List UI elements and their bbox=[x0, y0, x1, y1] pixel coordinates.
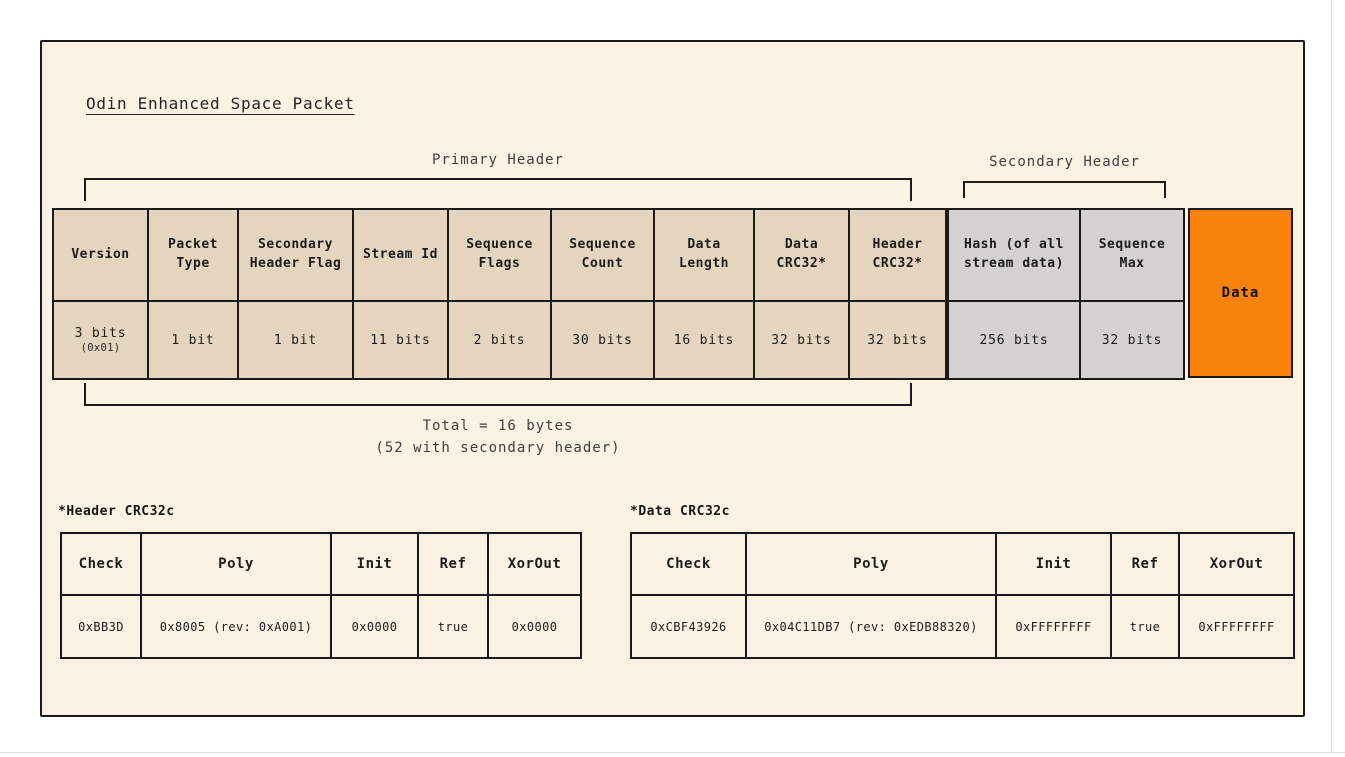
data-crc-val-init: 0xFFFFFFFF bbox=[995, 594, 1112, 659]
field-size-stream-id: 11 bits bbox=[352, 300, 449, 380]
field-size-data-length: 16 bits bbox=[653, 300, 755, 380]
header-crc-val-poly: 0x8005 (rev: 0xA001) bbox=[140, 594, 332, 659]
field-name-packet-type: Packet Type bbox=[147, 208, 239, 302]
data-crc-col-ref: Ref bbox=[1110, 532, 1180, 596]
field-name-data-length: Data Length bbox=[653, 208, 755, 302]
data-crc-title: *Data CRC32c bbox=[630, 504, 730, 519]
data-block-label: Data bbox=[1221, 285, 1260, 301]
page-edge-line-horizontal bbox=[0, 752, 1345, 753]
total-note-line1: Total = 16 bytes bbox=[422, 418, 574, 434]
header-crc-val-init: 0x0000 bbox=[330, 594, 419, 659]
header-crc-col-init: Init bbox=[330, 532, 419, 596]
primary-header-bracket bbox=[84, 178, 912, 201]
field-name-secondary-header-flag: Secondary Header Flag bbox=[237, 208, 354, 302]
field-name-sequence-flags: Sequence Flags bbox=[447, 208, 552, 302]
data-block: Data bbox=[1188, 208, 1293, 378]
primary-header-label: Primary Header bbox=[431, 152, 564, 168]
header-crc-title: *Header CRC32c bbox=[58, 504, 175, 519]
field-name-hash: Hash (of all stream data) bbox=[947, 208, 1081, 302]
primary-total-bracket bbox=[84, 383, 912, 406]
primary-header-table: Version Packet Type Secondary Header Fla… bbox=[52, 208, 947, 380]
field-name-stream-id: Stream Id bbox=[352, 208, 449, 302]
secondary-header-label: Secondary Header bbox=[989, 154, 1140, 170]
field-size-version-text: 3 bits bbox=[74, 326, 127, 341]
header-crc-col-poly: Poly bbox=[140, 532, 332, 596]
field-size-sequence-flags: 2 bits bbox=[447, 300, 552, 380]
data-crc-table: Check Poly Init Ref XorOut 0xCBF43926 0x… bbox=[630, 532, 1295, 659]
header-crc-val-xorout: 0x0000 bbox=[487, 594, 582, 659]
header-crc-val-ref: true bbox=[417, 594, 489, 659]
field-name-version: Version bbox=[52, 208, 149, 302]
field-size-sequence-count: 30 bits bbox=[550, 300, 655, 380]
data-crc-val-check: 0xCBF43926 bbox=[630, 594, 747, 659]
field-size-data-crc32: 32 bits bbox=[753, 300, 850, 380]
total-note-line2: (52 with secondary header) bbox=[375, 440, 621, 456]
field-size-hash: 256 bits bbox=[947, 300, 1081, 380]
header-crc-val-check: 0xBB3D bbox=[60, 594, 142, 659]
data-crc-col-check: Check bbox=[630, 532, 747, 596]
data-crc-val-poly: 0x04C11DB7 (rev: 0xEDB88320) bbox=[745, 594, 997, 659]
field-name-sequence-count: Sequence Count bbox=[550, 208, 655, 302]
header-crc-col-check: Check bbox=[60, 532, 142, 596]
data-crc-col-poly: Poly bbox=[745, 532, 997, 596]
data-crc-val-ref: true bbox=[1110, 594, 1180, 659]
data-crc-col-init: Init bbox=[995, 532, 1112, 596]
header-crc-col-ref: Ref bbox=[417, 532, 489, 596]
secondary-header-bracket bbox=[963, 181, 1166, 198]
field-name-header-crc32: Header CRC32* bbox=[848, 208, 947, 302]
header-crc-table: Check Poly Init Ref XorOut 0xBB3D 0x8005… bbox=[60, 532, 582, 659]
field-size-secondary-header-flag: 1 bit bbox=[237, 300, 354, 380]
data-crc-col-xorout: XorOut bbox=[1178, 532, 1295, 596]
secondary-header-table: Hash (of all stream data) Sequence Max 2… bbox=[947, 208, 1185, 380]
diagram-canvas: Odin Enhanced Space Packet Primary Heade… bbox=[40, 40, 1305, 717]
field-name-data-crc32: Data CRC32* bbox=[753, 208, 850, 302]
field-size-version-note: (0x01) bbox=[80, 342, 121, 354]
field-name-sequence-max: Sequence Max bbox=[1079, 208, 1185, 302]
page-edge-line-vertical bbox=[1331, 0, 1332, 753]
field-size-header-crc32: 32 bits bbox=[848, 300, 947, 380]
field-size-packet-type: 1 bit bbox=[147, 300, 239, 380]
field-size-sequence-max: 32 bits bbox=[1079, 300, 1185, 380]
diagram-title: Odin Enhanced Space Packet bbox=[86, 94, 355, 113]
data-crc-val-xorout: 0xFFFFFFFF bbox=[1178, 594, 1295, 659]
field-size-version: 3 bits (0x01) bbox=[52, 300, 149, 380]
header-crc-col-xorout: XorOut bbox=[487, 532, 582, 596]
